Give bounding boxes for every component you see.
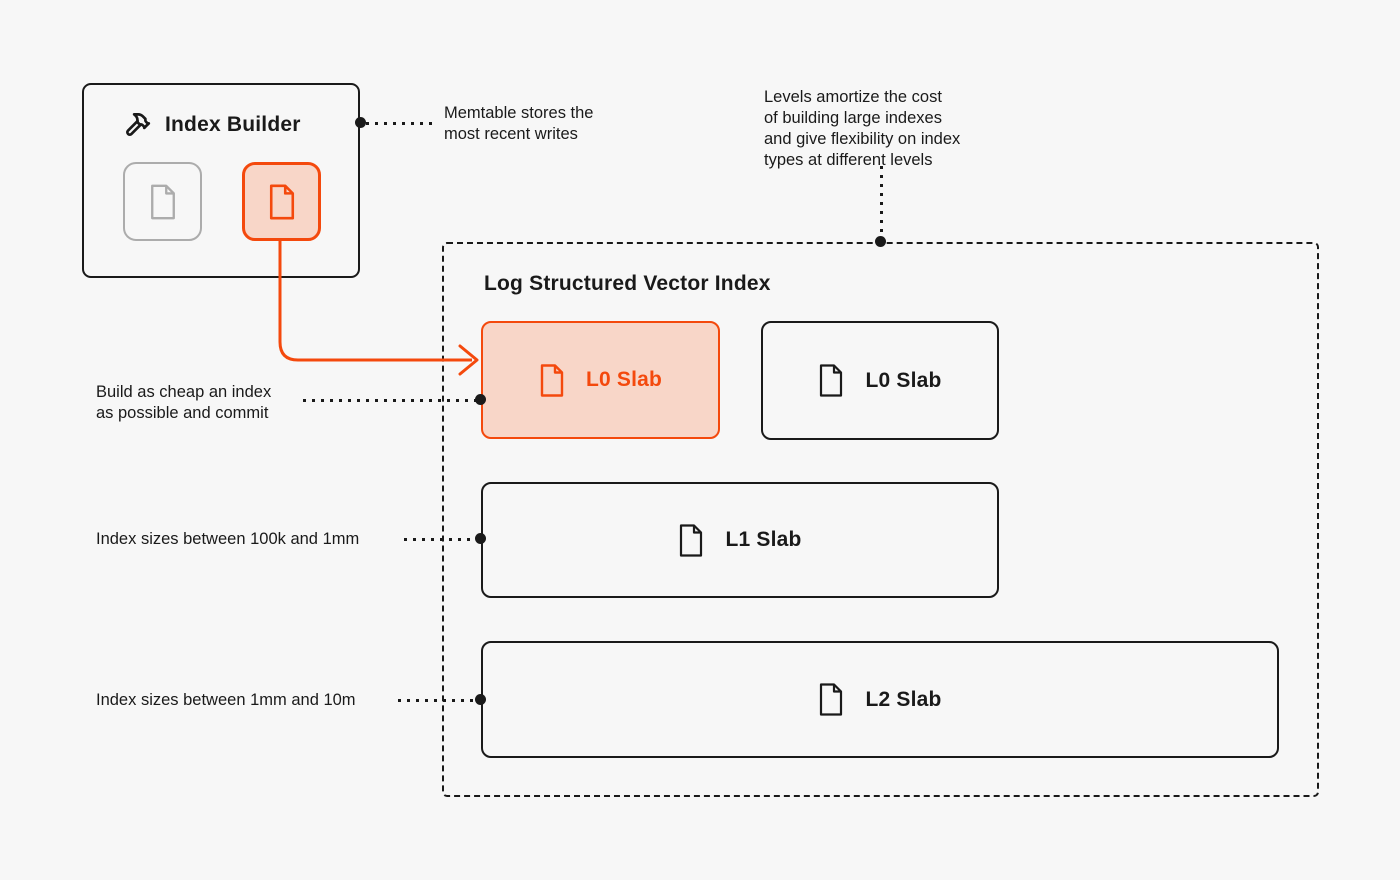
- annotation-line: and give flexibility on index: [764, 130, 961, 148]
- document-icon: [269, 184, 294, 219]
- document-icon: [820, 683, 843, 716]
- levels-connector: [880, 166, 883, 238]
- slab-label: L2 Slab: [865, 687, 942, 711]
- slab-l1: L1 Slab: [481, 482, 999, 598]
- index-builder-header: Index Builder: [124, 111, 301, 138]
- slab-label: L0 Slab: [585, 368, 663, 391]
- slab-label: L1 Slab: [725, 528, 802, 551]
- memtable-connector-dot: [355, 117, 366, 128]
- annotation-line: of building large indexes: [764, 109, 942, 127]
- hammer-icon: [126, 112, 151, 136]
- lsvi-title: Log Structured Vector Index: [484, 272, 771, 295]
- slab-label: L0 Slab: [865, 368, 942, 392]
- index-builder-title: Index Builder: [165, 112, 301, 136]
- memtable-connector: [366, 122, 438, 125]
- document-icon: [540, 363, 564, 397]
- document-icon: [150, 184, 175, 219]
- slab-l0-highlighted: L0 Slab: [481, 321, 720, 439]
- annotation-line: types at different levels: [764, 151, 933, 169]
- levels-connector-dot: [875, 236, 886, 247]
- annotation-line: most recent writes: [444, 125, 578, 143]
- document-icon: [820, 364, 843, 397]
- annotation-l2-sizes: Index sizes between 1mm and 10m: [96, 690, 356, 711]
- annotation-line: Memtable stores the: [444, 104, 594, 122]
- annotation-line: Index sizes between 100k and 1mm: [96, 530, 360, 548]
- annotation-line: as possible and commit: [96, 404, 269, 422]
- memtable-doc-active: [242, 162, 321, 241]
- memtable-doc-inactive: [123, 162, 202, 241]
- l2-sizes-connector: [398, 699, 476, 702]
- annotation-line: Levels amortize the cost: [764, 88, 942, 106]
- slab-l2: L2 Slab: [481, 641, 1279, 758]
- slab-l0: L0 Slab: [761, 321, 999, 440]
- document-icon: [680, 523, 703, 557]
- build-cheap-connector: [303, 399, 476, 402]
- annotation-levels: Levels amortize the cost of building lar…: [764, 87, 960, 171]
- build-cheap-connector-dot: [475, 394, 486, 405]
- annotation-line: Index sizes between 1mm and 10m: [96, 691, 356, 709]
- annotation-build-cheap: Build as cheap an index as possible and …: [96, 382, 271, 424]
- index-builder-box: Index Builder: [82, 83, 360, 278]
- l1-sizes-connector-dot: [475, 533, 486, 544]
- annotation-memtable: Memtable stores the most recent writes: [444, 103, 593, 145]
- annotation-l1-sizes: Index sizes between 100k and 1mm: [96, 529, 359, 550]
- l1-sizes-connector: [404, 538, 476, 541]
- annotation-line: Build as cheap an index: [96, 383, 272, 401]
- memtable-tiles: [123, 162, 321, 241]
- l2-sizes-connector-dot: [475, 694, 486, 705]
